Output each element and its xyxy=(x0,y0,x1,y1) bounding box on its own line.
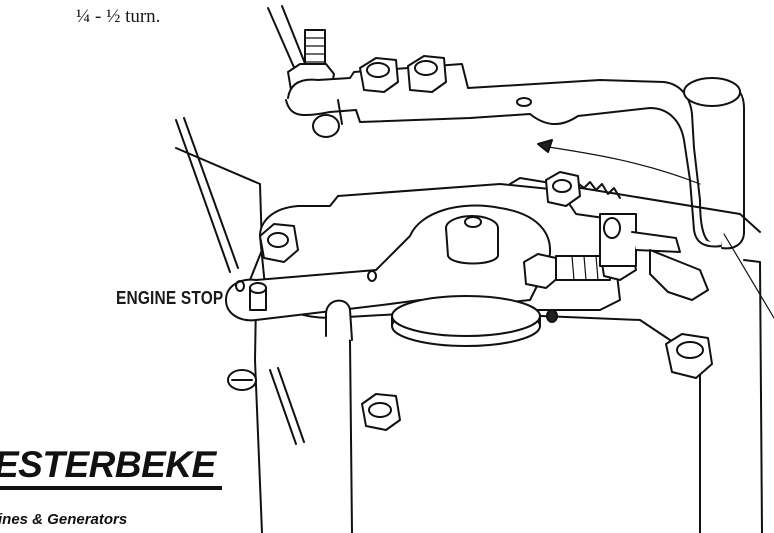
upper-bracket xyxy=(285,63,745,250)
lever-pivot-pin xyxy=(235,280,267,311)
adjusting-spring xyxy=(545,171,621,207)
direction-arrow xyxy=(537,139,701,185)
adjustment-note: ¼ - ½ turn. xyxy=(76,6,161,27)
upper-nuts xyxy=(359,55,447,93)
brand-tagline: ines & Generators xyxy=(0,511,128,528)
lever-pulley xyxy=(391,295,541,347)
brand-wordmark: ESTERBEKE xyxy=(0,444,216,485)
plate-bolts xyxy=(259,223,713,431)
upper-rod xyxy=(267,5,307,73)
lower-screw xyxy=(227,367,305,445)
brand-underline xyxy=(0,486,222,490)
engine-stop-lever xyxy=(225,204,551,322)
adjusting-screw xyxy=(523,213,709,323)
